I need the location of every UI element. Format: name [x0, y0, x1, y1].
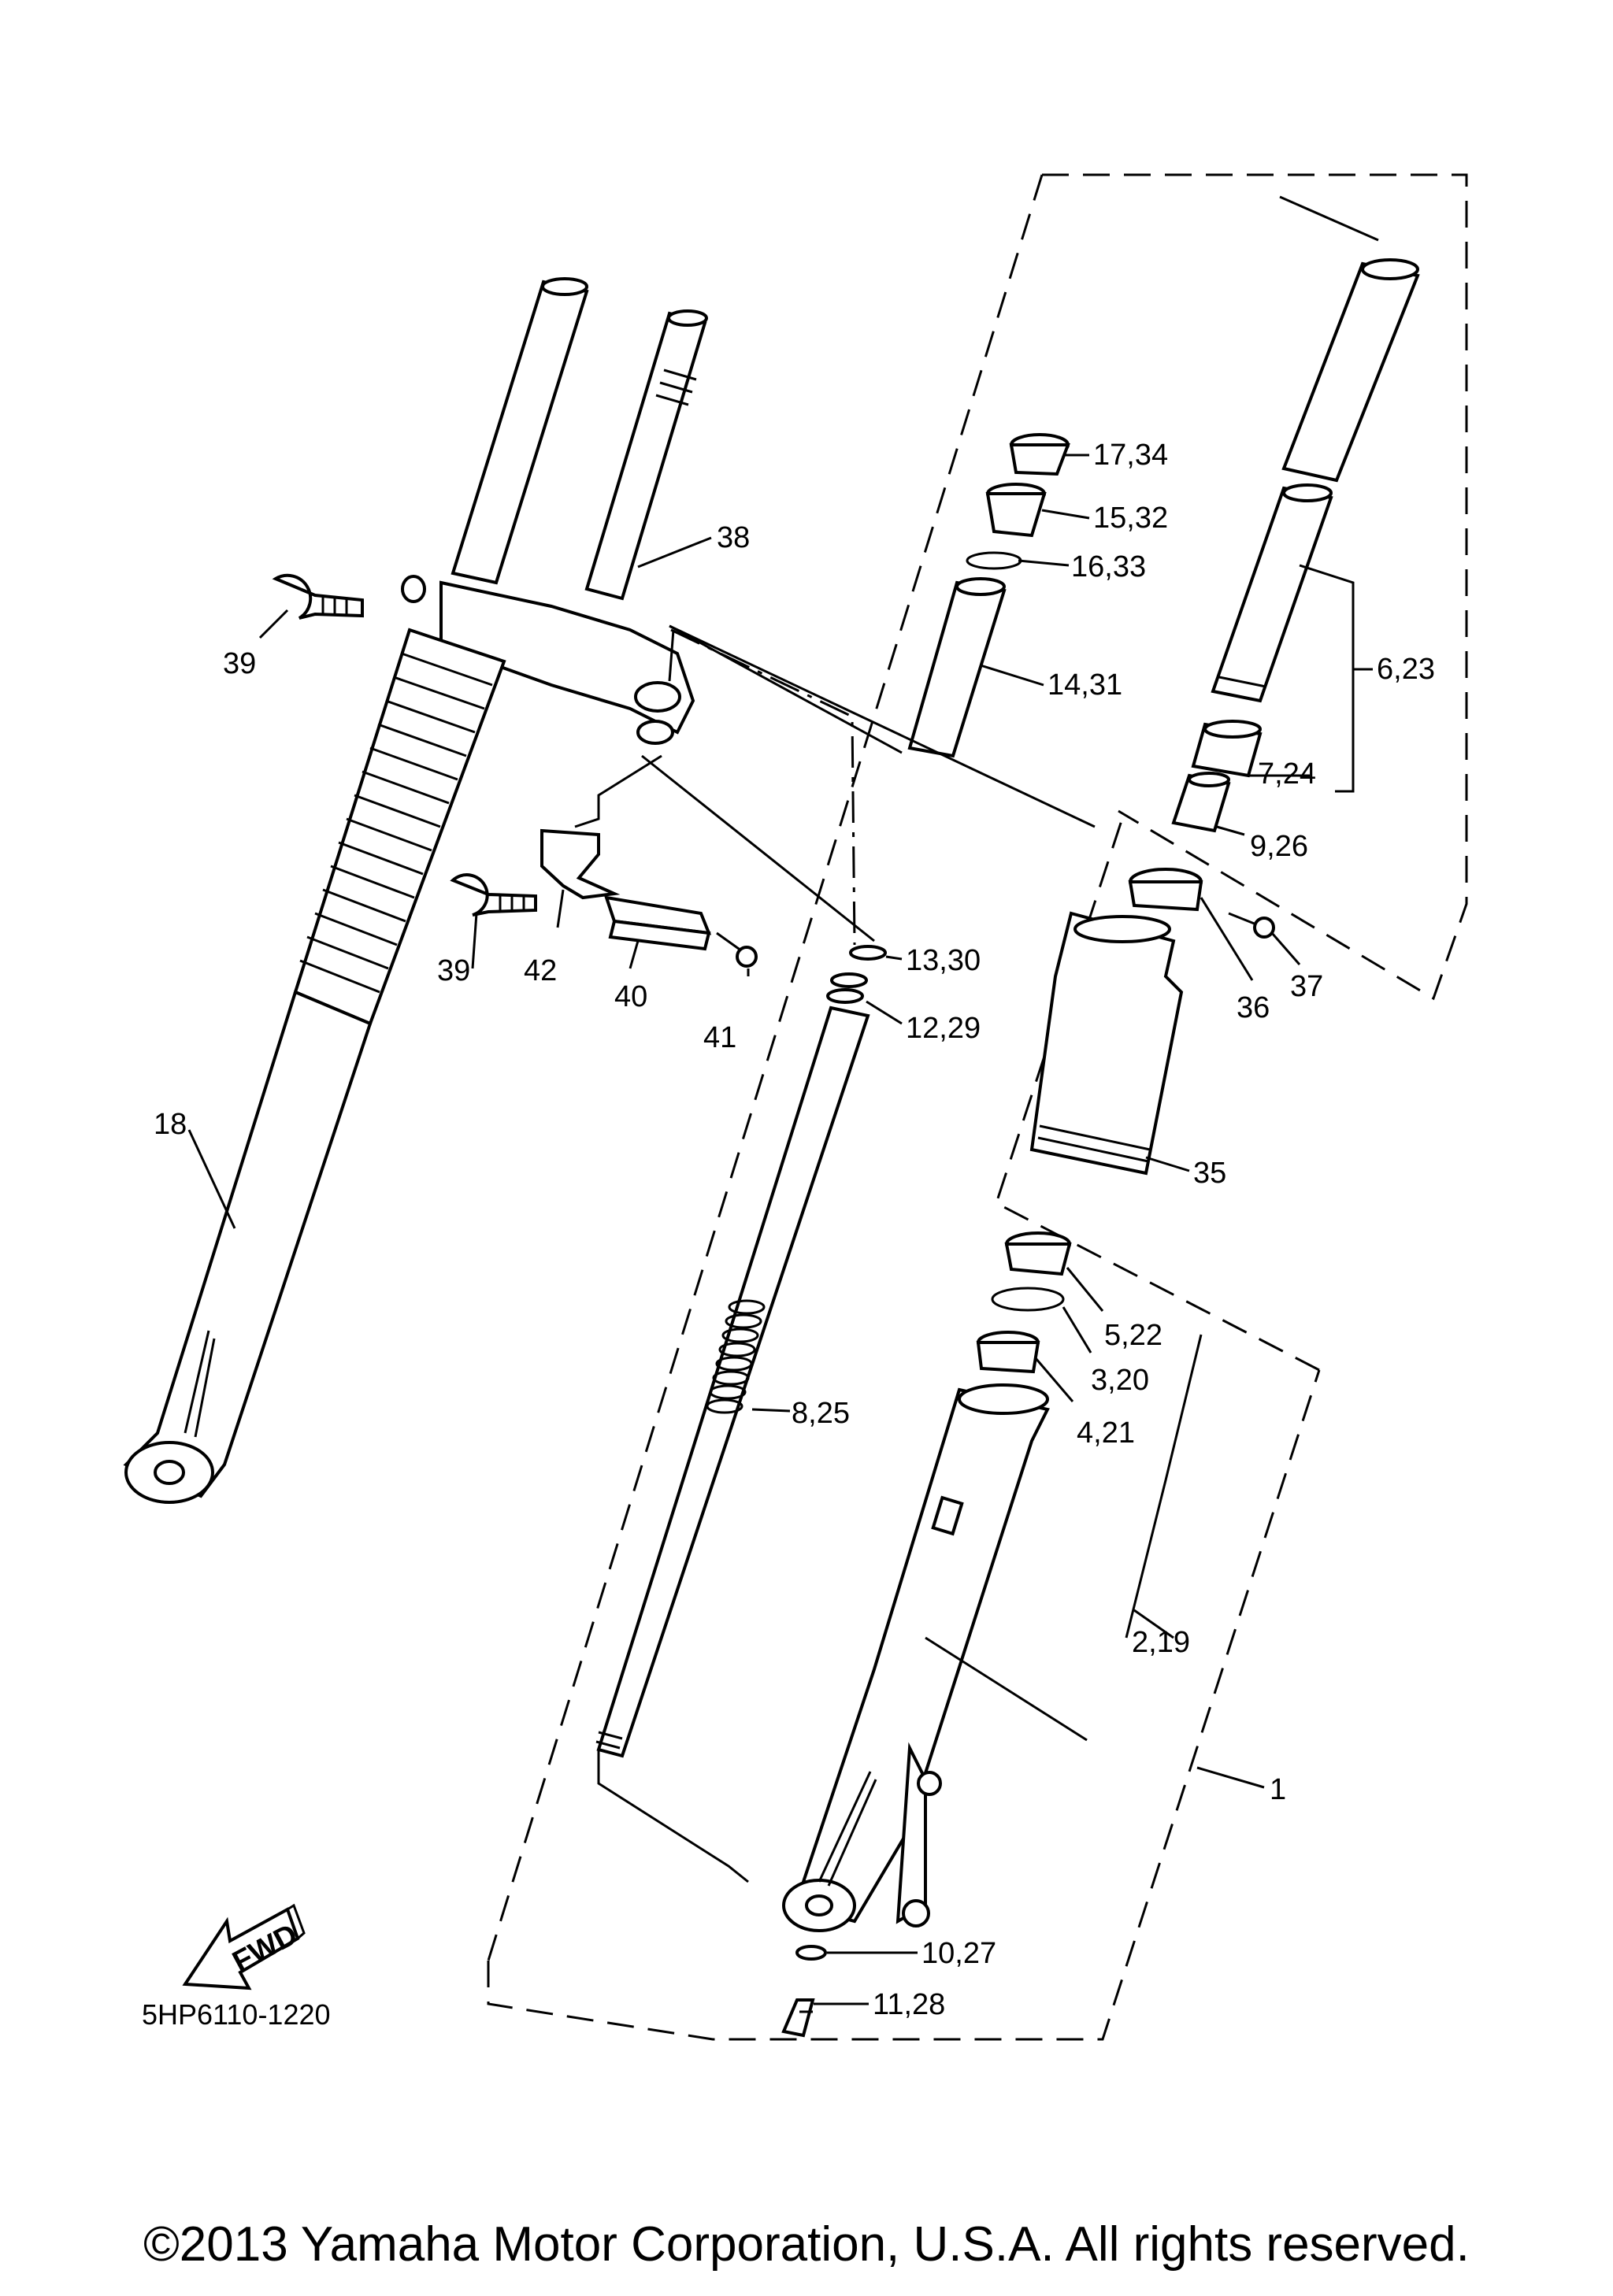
callout-labels: 17,34 15,32 16,33 38 39 14,31 6,23 7,24 …: [154, 439, 1435, 2021]
damper-spring: [706, 1299, 766, 1414]
callout-15-32: 15,32: [1093, 502, 1168, 535]
callout-3-20: 3,20: [1091, 1364, 1149, 1397]
bracket-hardware: [272, 573, 758, 968]
callout-11-28: 11,28: [873, 1988, 945, 2021]
exploded-parts: [595, 258, 1420, 2038]
callout-4-21: 4,21: [1077, 1416, 1135, 1450]
callout-42: 42: [524, 954, 557, 987]
reference-lines: [574, 195, 1379, 1883]
callout-8-25: 8,25: [792, 1397, 850, 1430]
bellows-ribs: [299, 652, 493, 994]
callout-1: 1: [1270, 1773, 1286, 1806]
left-fork-assembly: [123, 277, 708, 1504]
callout-5-22: 5,22: [1104, 1319, 1162, 1352]
callout-13-30: 13,30: [906, 944, 981, 977]
leader-lines: [187, 454, 1373, 2005]
callout-7-24: 7,24: [1258, 757, 1316, 791]
callout-9-26: 9,26: [1250, 830, 1308, 863]
drawing-code: 5HP6110-1220: [142, 1998, 331, 2031]
callout-10-27: 10,27: [921, 1937, 996, 1970]
callout-38: 38: [717, 521, 750, 554]
callout-2-19: 2,19: [1132, 1626, 1190, 1659]
callout-6-23: 6,23: [1377, 653, 1435, 686]
callout-37: 37: [1290, 970, 1323, 1003]
callout-41: 41: [703, 1021, 736, 1054]
fwd-arrow-icon: FWD: [182, 1903, 306, 1990]
callout-39-lower: 39: [437, 954, 470, 987]
callout-36: 36: [1237, 991, 1270, 1024]
callout-12-29: 12,29: [906, 1012, 981, 1045]
callout-35: 35: [1193, 1157, 1226, 1190]
callout-14-31: 14,31: [1048, 668, 1122, 702]
callout-39-upper: 39: [223, 647, 256, 680]
copyright-notice: ©2013 Yamaha Motor Corporation, U.S.A. A…: [143, 2217, 1470, 2272]
callout-17-34: 17,34: [1093, 439, 1168, 472]
callout-18: 18: [154, 1108, 187, 1141]
callout-40: 40: [614, 980, 647, 1013]
callout-16-33: 16,33: [1071, 550, 1146, 583]
